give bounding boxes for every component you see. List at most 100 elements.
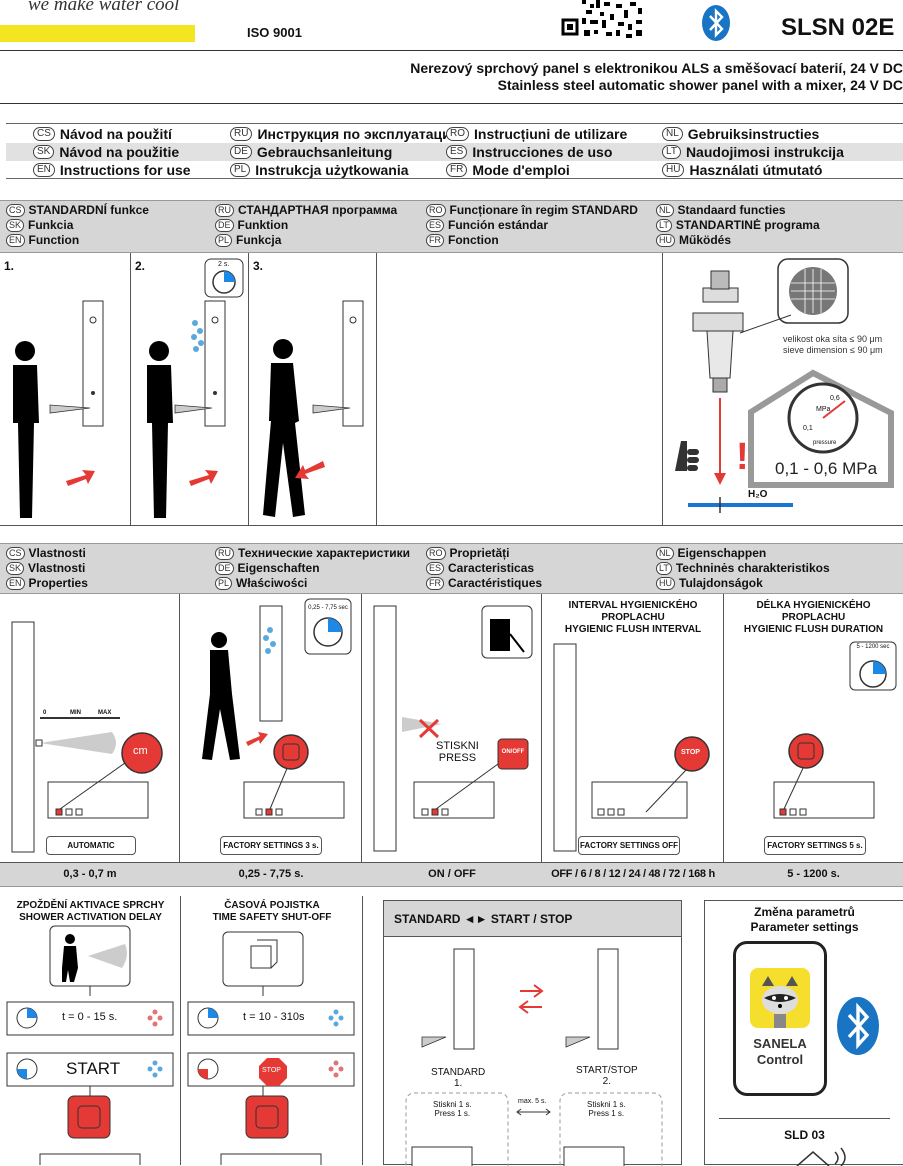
factory-setting: FACTORY SETTINGS OFF: [578, 836, 680, 855]
gauge-caption: pressure: [813, 440, 837, 446]
language-code-badge: HU: [662, 163, 685, 177]
column-heading: DÉLKA HYGIENICKÉHO PROPLACHU HYGIENIC FL…: [724, 600, 903, 636]
language-label: STANDARDNÍ funkce: [28, 203, 149, 217]
delay-time: t = 0 - 15 s.: [62, 1011, 118, 1023]
language-code-badge: DE: [230, 145, 252, 159]
parameter-settings-panel: Změna parametrů Parameter settings SANEL…: [704, 900, 903, 1166]
language-label: Működés: [679, 233, 732, 247]
brand-slogan: we make water cool: [28, 0, 180, 15]
press-cs: Stiskni 1 s.: [587, 1100, 626, 1109]
step-number: 1.: [4, 259, 15, 273]
value-row: 0,3 - 0,7 m 0,25 - 7,75 s. ON / OFF OFF …: [0, 863, 903, 887]
press-en: PRESS: [438, 752, 477, 764]
value-range: 0,3 - 0,7 m: [63, 868, 117, 880]
sieve-en: sieve dimension ≤ 90 μm: [783, 345, 883, 355]
title-en: Parameter settings: [750, 920, 859, 934]
language-label: Instrucciones de uso: [472, 144, 613, 160]
value-duration: 5 - 1200 s.: [787, 868, 840, 880]
language-code-badge: CS: [6, 546, 25, 560]
language-label: Eigenschappen: [677, 546, 767, 560]
language-code-badge: SK: [33, 145, 55, 159]
duration-illustration: [773, 641, 897, 819]
startstop-number: 2.: [602, 1076, 612, 1087]
value-timer: 0,25 - 7,75 s.: [238, 868, 304, 880]
factory-setting: AUTOMATIC: [46, 836, 136, 855]
language-code-badge: EN: [33, 163, 55, 177]
step-number: 3.: [253, 259, 264, 273]
filter-panel: velikost oka síta ≤ 90 μm sieve dimensio…: [662, 253, 903, 526]
head-en: HYGIENIC FLUSH DURATION: [743, 624, 884, 635]
timer-range-label: 5 - 1200 sec: [856, 644, 890, 650]
standard-number: 1.: [453, 1078, 463, 1089]
language-code-badge: HU: [656, 233, 675, 247]
language-label: Caractéristiques: [448, 576, 543, 590]
language-code-badge: FR: [426, 576, 444, 590]
language-code-badge: PL: [215, 576, 233, 590]
safety-shutoff-panel: ČASOVÁ POJISTKA TIME SAFETY SHUT-OFF t =…: [181, 896, 363, 1165]
language-label: Технические характеристики: [238, 546, 411, 560]
language-label: Naudojimosi instrukcija: [685, 144, 844, 160]
sieve-cs: velikost oka síta ≤ 90 μm: [783, 334, 883, 344]
mode-switch-panel: STANDARD ◄► START / STOP STANDARD 1. STA…: [383, 900, 682, 1166]
language-code-badge: CS: [6, 203, 25, 217]
mode-illustration: [405, 948, 663, 1166]
value-interval: OFF / 6 / 8 / 12 / 24 / 48 / 72 / 168 h: [551, 868, 715, 880]
stop-button-label: STOP: [681, 749, 700, 756]
nfc-icon: [796, 1147, 846, 1166]
activation-delay-panel: ZPOŽDĚNÍ AKTIVACE SPRCHY SHOWER ACTIVATI…: [0, 896, 181, 1165]
scale-zero: 0: [43, 710, 47, 716]
language-code-badge: CS: [33, 127, 55, 141]
blank-area: [376, 253, 662, 526]
language-code-badge: HU: [656, 576, 675, 590]
language-label: STANDARTINĖ programa: [675, 218, 820, 232]
language-label: Gebruiksinstructies: [687, 126, 820, 142]
press-cs: STISKNI: [436, 740, 479, 752]
head-cs: DÉLKA HYGIENICKÉHO PROPLACHU: [756, 600, 871, 623]
language-code-badge: RO: [426, 546, 446, 560]
factory-setting: FACTORY SETTINGS 3 s.: [220, 836, 322, 855]
language-label: Caracteristicas: [448, 561, 535, 575]
language-code-badge: SK: [6, 218, 25, 232]
safety-time: t = 10 - 310s: [243, 1011, 305, 1023]
language-label: Función estándar: [448, 218, 549, 232]
app-name-line2: Control: [756, 1052, 804, 1067]
language-code-badge: RU: [230, 127, 253, 141]
language-code-badge: ES: [426, 218, 445, 232]
divider: [0, 50, 903, 51]
language-code-badge: RU: [215, 546, 234, 560]
range-illustration: [11, 621, 163, 853]
language-label: Properties: [28, 576, 88, 590]
product-subtitle: Nerezový sprchový panel s elektronikou A…: [410, 60, 903, 94]
sieve-note: velikost oka síta ≤ 90 μm sieve dimensio…: [783, 334, 883, 356]
language-code-badge: PL: [215, 233, 233, 247]
language-code-badge: DE: [215, 561, 234, 575]
language-item-hu: HU Működés: [656, 233, 731, 247]
language-label: Function: [28, 233, 80, 247]
gauge-min: 0,1: [803, 425, 813, 432]
property-range: 0 MIN MAX cm AUTOMATIC: [0, 594, 180, 863]
filter-pressure-illustration: [675, 258, 894, 513]
column-heading: INTERVAL HYGIENICKÉHO PROPLACHU HYGIENIC…: [542, 600, 724, 636]
safety-illustration: [187, 931, 355, 1165]
params-title: Změna parametrů Parameter settings: [705, 905, 903, 935]
phone-illustration: SANELA Control: [733, 941, 827, 1096]
head-cs: INTERVAL HYGIENICKÉHO PROPLACHU: [568, 600, 698, 623]
language-label: Funcționare în regim STANDARD: [449, 203, 638, 217]
gauge-max: 0,6: [830, 395, 840, 402]
app-name-line1: SANELA: [753, 1036, 807, 1051]
scale-max: MAX: [98, 710, 112, 716]
